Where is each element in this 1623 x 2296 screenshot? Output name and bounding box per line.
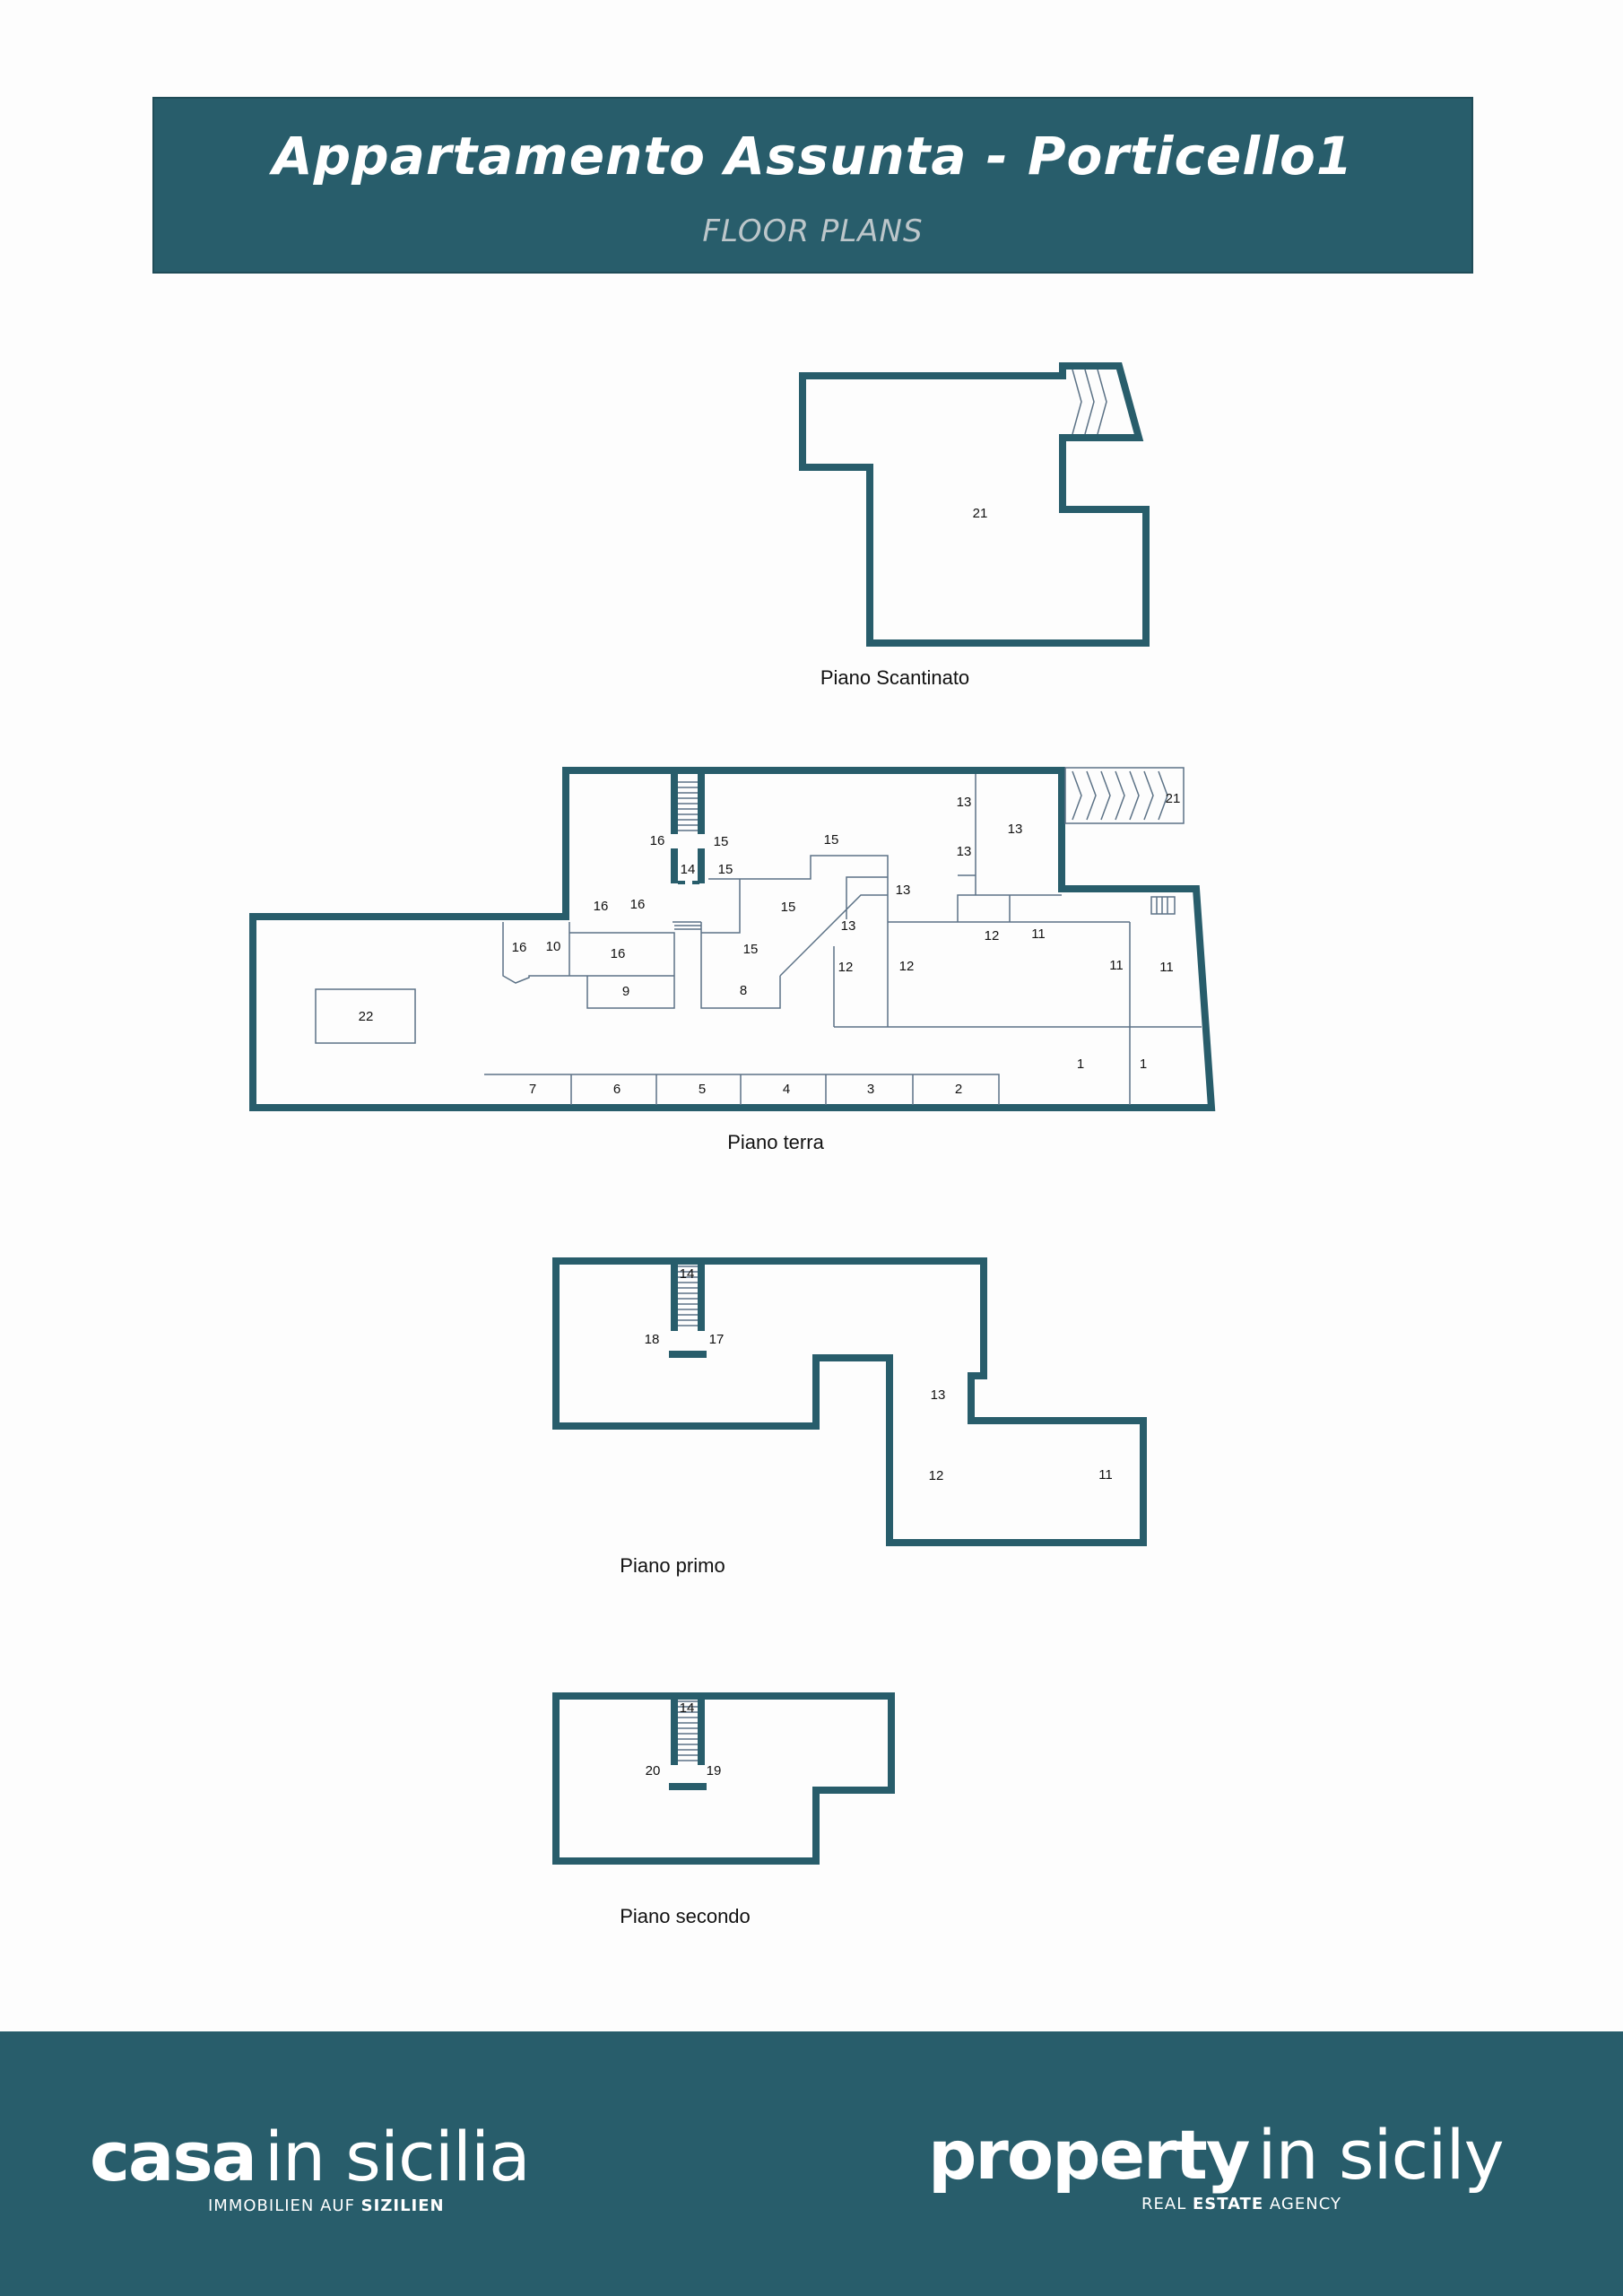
room-label: 19 [707, 1763, 722, 1779]
second-stairs [674, 1700, 701, 1761]
ground-interior-lines [484, 774, 1202, 1105]
room-label: 16 [611, 946, 626, 961]
ground-stairs-corridor [674, 781, 701, 930]
logo-left-light: in sicilia [264, 2117, 531, 2196]
room-label: 15 [714, 834, 729, 849]
room-label: 21 [1166, 791, 1181, 806]
room-label: 15 [743, 942, 759, 957]
room-label: 11 [1098, 1467, 1113, 1483]
room-label: 13 [957, 795, 972, 810]
floor-caption: Piano primo [620, 1554, 725, 1577]
room-label: 13 [841, 918, 856, 934]
logo-right-tag-2: AGENCY [1263, 2195, 1341, 2213]
room-label: 12 [899, 959, 915, 974]
room-label: 8 [740, 983, 747, 998]
basement-outer-wall [799, 362, 1150, 647]
room-label: 14 [680, 1266, 695, 1282]
first-stair-walls [669, 1261, 707, 1358]
room-label: 20 [646, 1763, 661, 1779]
room-label: 18 [645, 1332, 660, 1347]
logo-left-tag: IMMOBILIEN AUF [208, 2196, 361, 2215]
logo-right-tag-bold: ESTATE [1192, 2195, 1264, 2213]
room-label: 14 [681, 862, 696, 877]
room-label: 6 [613, 1082, 621, 1097]
first-outer-wall [552, 1257, 1147, 1546]
floor-plans-subtitle: FLOOR PLANS [702, 213, 924, 249]
ground-outer-wall [249, 767, 1216, 1111]
room-label: 12 [929, 1468, 944, 1483]
logo-left-tag-bold: SIZILIEN [360, 2196, 445, 2215]
logo-right-tag-1: REAL [1141, 2195, 1193, 2213]
room-label: 11 [1031, 926, 1046, 942]
room-label: 11 [1109, 958, 1124, 973]
room-label: 21 [973, 506, 988, 521]
floor-caption: Piano Scantinato [820, 666, 969, 689]
room-label: 15 [718, 862, 733, 877]
room-label: 13 [896, 883, 911, 898]
room-22-box [315, 988, 416, 1044]
room-label: 5 [699, 1082, 706, 1097]
room-label: 7 [529, 1082, 536, 1097]
ground-stairs-external [1064, 767, 1185, 824]
room-label: 16 [512, 940, 527, 955]
basement-stairs [1072, 369, 1107, 435]
floor-plan-second: 14 20 19 Piano secondo [552, 1692, 895, 1927]
room-label: 13 [1008, 822, 1023, 837]
room-label: 16 [594, 899, 609, 914]
floor-plans-drawing: 21 Piano Scantinato 13 13 13 21 16 15 15… [249, 362, 1216, 1927]
floor-caption: Piano secondo [620, 1905, 751, 1927]
room-label: 4 [783, 1082, 790, 1097]
floor-caption: Piano terra [727, 1131, 824, 1153]
room-label: 13 [957, 844, 972, 859]
room-label: 16 [630, 897, 646, 912]
room-label: 13 [931, 1387, 946, 1403]
second-outer-wall [552, 1692, 895, 1865]
room-label: 3 [867, 1082, 874, 1097]
ground-corridor-walls [671, 770, 705, 884]
room-label: 22 [359, 1009, 374, 1024]
room-label: 12 [838, 960, 854, 975]
room-label: 2 [955, 1082, 962, 1097]
first-stairs [674, 1265, 701, 1326]
room-label: 9 [622, 984, 629, 999]
logo-left-bold: casa [90, 2117, 257, 2196]
room-label: 1 [1077, 1057, 1084, 1072]
logo-right-bold: property [928, 2115, 1250, 2195]
property-title: Appartamento Assunta - Porticello1 [272, 126, 1354, 187]
room-label: 10 [546, 939, 561, 954]
room-label: 1 [1140, 1057, 1147, 1072]
logo-right-light: in sicily [1257, 2115, 1504, 2195]
room-label: 16 [650, 833, 665, 848]
room-label: 17 [709, 1332, 725, 1347]
title-banner: Appartamento Assunta - Porticello1 FLOOR… [152, 97, 1473, 274]
room-label: 12 [985, 928, 1000, 944]
room-label: 11 [1159, 960, 1174, 975]
room-label: 15 [824, 832, 839, 848]
room-label: 14 [680, 1700, 695, 1716]
second-stair-walls [669, 1696, 707, 1790]
room-label: 15 [781, 900, 796, 915]
floor-plan-ground: 13 13 13 21 16 15 15 14 15 16 16 15 13 1… [249, 767, 1216, 1153]
floor-plan-basement: 21 Piano Scantinato [799, 362, 1150, 689]
floor-plan-first: 14 18 17 13 12 11 Piano primo [552, 1257, 1147, 1577]
ground-stairs-small [1150, 896, 1176, 915]
